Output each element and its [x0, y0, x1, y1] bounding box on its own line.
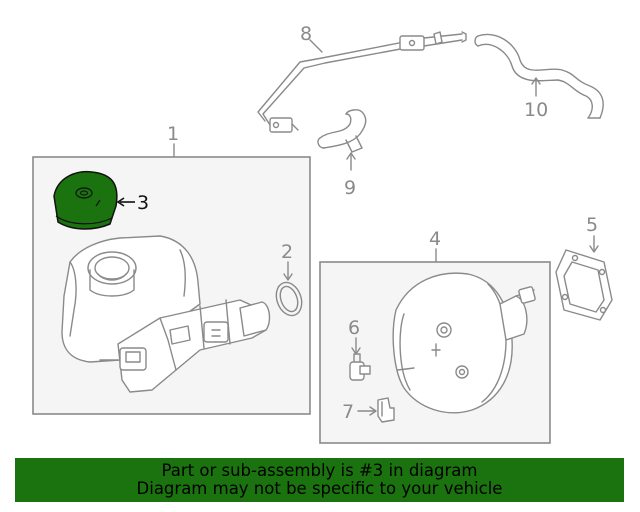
info-banner: Part or sub-assembly is #3 in diagram Di…	[15, 458, 624, 502]
part-10-hose	[474, 33, 604, 119]
callout-7: 7	[342, 401, 354, 423]
callout-3: 3	[137, 192, 149, 214]
leader-9-arrow	[346, 152, 356, 160]
master-cylinder	[61, 235, 271, 393]
callout-9: 9	[344, 177, 356, 199]
callout-8: 8	[300, 23, 312, 45]
callout-10: 10	[524, 99, 548, 121]
callout-1: 1	[167, 123, 179, 145]
callout-2: 2	[281, 241, 293, 263]
callout-5: 5	[586, 214, 598, 236]
leader-8	[309, 39, 323, 53]
leader-5-arrow	[589, 245, 599, 253]
part-7-grommet	[377, 397, 395, 423]
part-8-vacuum-line	[257, 31, 467, 133]
callout-4: 4	[429, 228, 441, 250]
leader-2-arrow	[283, 273, 293, 281]
part-2-o-ring	[275, 281, 303, 317]
callout-6: 6	[348, 317, 360, 339]
part-6-check-valve	[349, 353, 371, 381]
part-9-elbow-hose	[317, 109, 367, 153]
leader-10-arrow	[531, 77, 541, 85]
brake-booster	[392, 272, 536, 414]
part-5-gasket	[555, 249, 613, 321]
banner-line-2: Diagram may not be specific to your vehi…	[136, 479, 503, 498]
leader-6-arrow	[351, 347, 361, 355]
leader-7-arrow	[369, 406, 377, 416]
part-3-reservoir-cap[interactable]	[53, 170, 118, 230]
banner-line-1: Part or sub-assembly is #3 in diagram	[161, 461, 478, 480]
leader-3-arrow	[116, 197, 125, 207]
cap-body	[53, 170, 118, 230]
